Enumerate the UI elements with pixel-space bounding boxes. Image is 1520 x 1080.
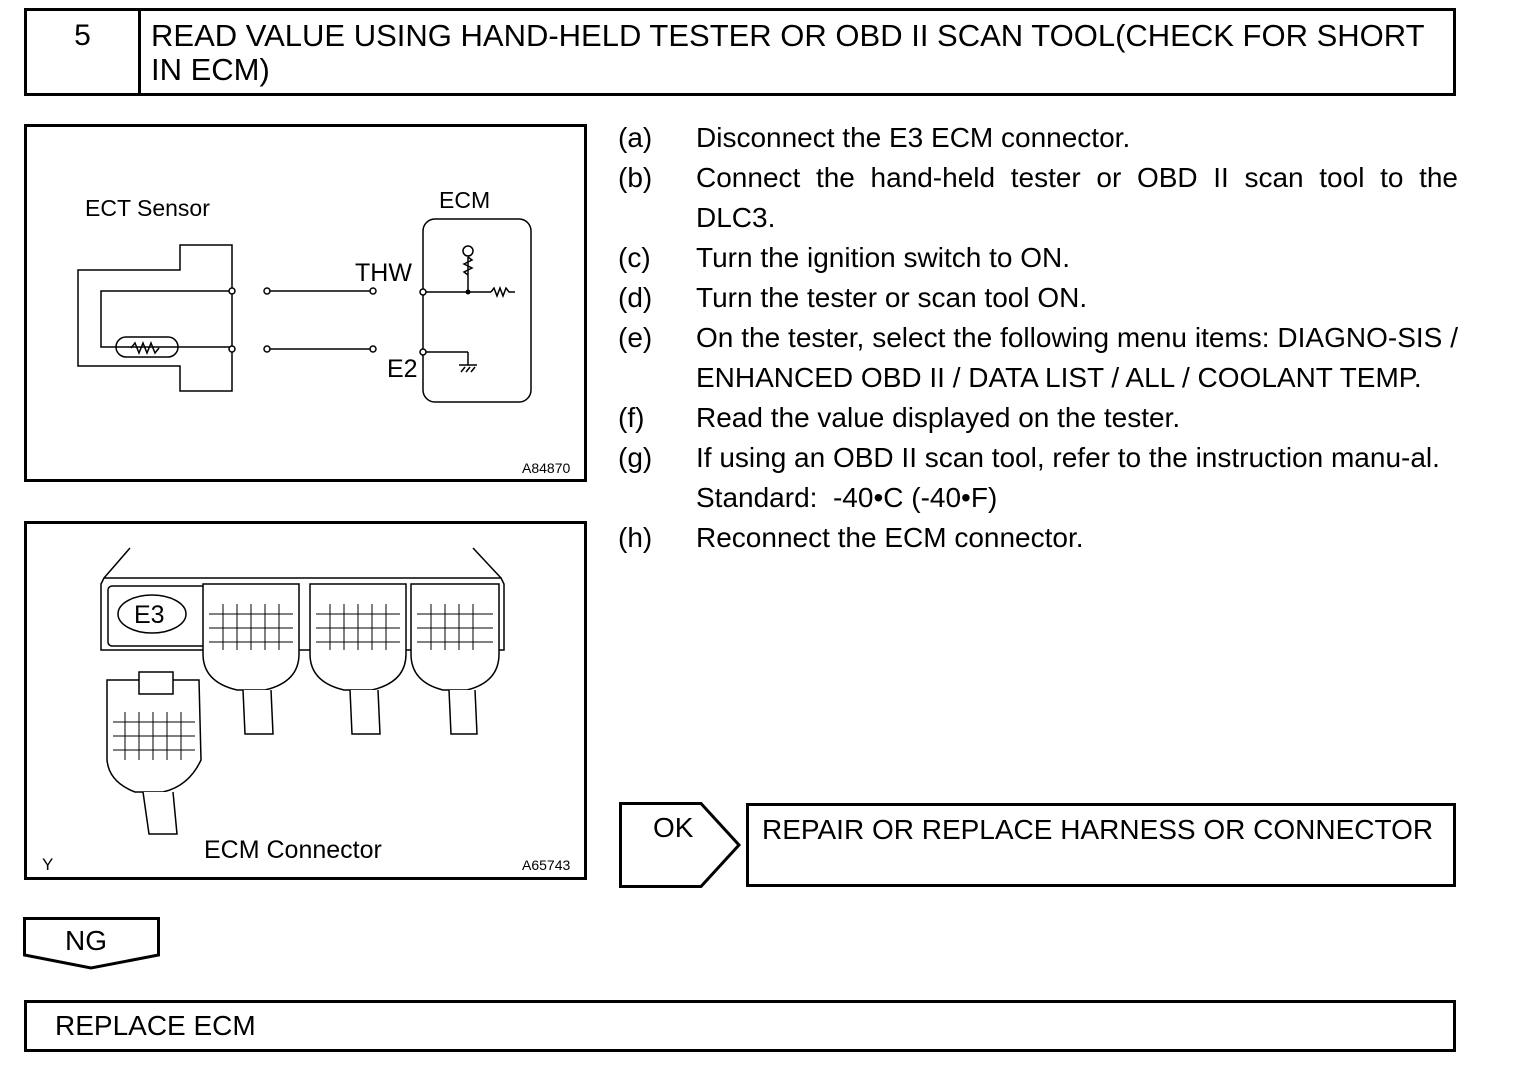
standard-reading: -40•C (-40•F) <box>832 482 998 513</box>
ok-label: OK <box>653 812 694 843</box>
ng-result-text: REPLACE ECM <box>55 1010 256 1041</box>
loose-connector <box>106 671 202 835</box>
instruction-item: (f) Read the value displayed on the test… <box>618 398 1458 438</box>
instruction-item: (e) On the tester, select the following … <box>618 318 1458 398</box>
instruction-letter: (e) <box>618 322 653 353</box>
ok-result-text: REPAIR OR REPLACE HARNESS OR CONNECTOR <box>762 814 1434 845</box>
instruction-item: (h) Reconnect the ECM connector. <box>618 518 1458 558</box>
ecm-label: ECM <box>439 187 490 213</box>
instruction-text: If using an OBD II scan tool, refer to t… <box>696 442 1440 473</box>
connector-code: E3 <box>134 601 165 629</box>
ok-arrow: OK <box>619 802 743 888</box>
instruction-letter: (c) <box>618 242 651 273</box>
circuit-diagram: ECT Sensor ECM THW E2 A84870 <box>77 187 570 476</box>
ng-arrow: NG <box>23 917 161 971</box>
connector-diagram: E3 <box>42 547 570 874</box>
figure-id: A84870 <box>522 460 570 476</box>
ok-arrow-icon <box>619 802 742 888</box>
step-header: 5 READ VALUE USING HAND-HELD TESTER OR O… <box>24 8 1456 96</box>
terminal-thw: THW <box>355 259 412 287</box>
terminal-e2: E2 <box>387 355 418 383</box>
ng-arrow-icon <box>23 917 160 970</box>
instruction-list: (a) Disconnect the E3 ECM connector. (b)… <box>618 118 1458 558</box>
instruction-letter: (f) <box>618 402 645 433</box>
instruction-item: (b) Connect the hand-held tester or OBD … <box>618 158 1458 238</box>
instruction-letter: (h) <box>618 522 653 553</box>
instruction-letter: (b) <box>618 162 653 193</box>
corner-mark: Y <box>42 855 53 874</box>
instruction-item: (c) Turn the ignition switch to ON. <box>618 238 1458 278</box>
step-number: 5 <box>27 11 141 93</box>
instruction-text: On the tester, select the following menu… <box>696 322 1458 393</box>
instruction-item: (a) Disconnect the E3 ECM connector. <box>618 118 1458 158</box>
step-title: READ VALUE USING HAND-HELD TESTER OR OBD… <box>151 18 1424 87</box>
standard-value: Standard: -40•C (-40•F) <box>696 478 1458 518</box>
thermistor-icon <box>115 336 179 358</box>
instruction-text: Reconnect the ECM connector. <box>696 522 1084 553</box>
standard-label: Standard: <box>696 482 818 513</box>
instruction-text: Read the value displayed on the tester. <box>696 402 1181 433</box>
instruction-text: Connect the hand-held tester or OBD II s… <box>696 162 1458 233</box>
instruction-text: Turn the tester or scan tool ON. <box>696 282 1088 313</box>
instruction-item: (d) Turn the tester or scan tool ON. <box>618 278 1458 318</box>
ng-label: NG <box>65 925 107 956</box>
ok-result-box: REPAIR OR REPLACE HARNESS OR CONNECTOR <box>746 803 1456 887</box>
instruction-letter: (a) <box>618 122 653 153</box>
connector-caption: ECM Connector <box>204 836 382 864</box>
figure-id: A65743 <box>522 857 570 873</box>
ecm-body <box>422 218 532 403</box>
ect-sensor-body <box>77 244 233 392</box>
ecm-housing <box>100 577 505 651</box>
instruction-letter: (g) <box>618 442 653 473</box>
ng-result-box: REPLACE ECM <box>24 1000 1456 1052</box>
instruction-letter: (d) <box>618 282 653 313</box>
power-supply-icon <box>462 245 474 257</box>
instruction-text: Disconnect the E3 ECM connector. <box>696 122 1131 153</box>
connector-figure: E3 <box>24 521 587 880</box>
circuit-figure: ECT Sensor ECM THW E2 A84870 <box>24 124 587 482</box>
sensor-label: ECT Sensor <box>85 195 210 221</box>
instruction-item: (g) If using an OBD II scan tool, refer … <box>618 438 1458 478</box>
e3-badge <box>117 594 187 634</box>
instruction-text: Turn the ignition switch to ON. <box>696 242 1071 273</box>
ecm-sockets <box>202 583 500 735</box>
